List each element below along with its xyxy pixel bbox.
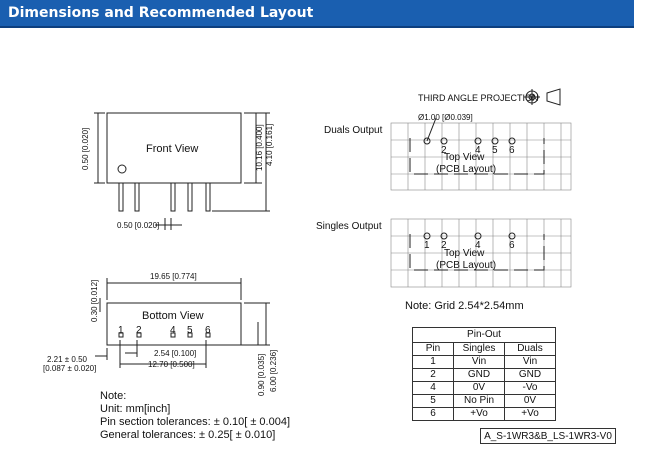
front-dim-height-c: 4.10 [0.161]: [265, 124, 274, 166]
projection-label: THIRD ANGLE PROJECTION: [418, 93, 539, 103]
bottom-dim-height: 6.00 [0.236]: [269, 350, 278, 392]
header-rule: [0, 26, 634, 28]
bottom-view-drawing: [95, 278, 270, 368]
projection-symbol-icon: [524, 88, 561, 106]
bottom-pin-label: 4: [170, 325, 176, 336]
bottom-dim-pin-dia: 0.90 [0.035]: [257, 354, 266, 396]
table-row: 1 Vin Vin: [412, 355, 556, 369]
table-cell: 1: [412, 355, 454, 369]
singles-pin-label: 6: [509, 240, 515, 251]
table-cell: -Vo: [504, 381, 556, 395]
table-row: 2 GND GND: [412, 368, 556, 382]
duals-pin-label: 2: [441, 145, 447, 156]
front-dim-height-a: 0.50 [0.020]: [81, 128, 90, 170]
table-cell: +Vo: [504, 407, 556, 421]
duals-pin-label: 6: [509, 145, 515, 156]
table-cell: No Pin: [453, 394, 505, 408]
notes-unit: Unit: mm[inch]: [100, 403, 171, 415]
table-row: 4 0V -Vo: [412, 381, 556, 395]
bottom-pin-label: 6: [205, 325, 211, 336]
bottom-dim-top-offset: 0.30 [0.012]: [90, 280, 99, 322]
bottom-pin-label: 2: [136, 325, 142, 336]
table-cell: GND: [453, 368, 505, 382]
front-pin: [170, 182, 176, 212]
bottom-dim-span: 12.70 [0.500]: [148, 360, 195, 369]
table-header-cell: Duals: [504, 342, 556, 356]
table-cell: GND: [504, 368, 556, 382]
duals-pin-label: 4: [475, 145, 481, 156]
singles-pin-label: 2: [441, 240, 447, 251]
bottom-view-label: Bottom View: [142, 310, 204, 322]
front-pin: [205, 182, 211, 212]
front-view-label: Front View: [146, 143, 198, 155]
front-pin: [118, 182, 124, 212]
duals-pcb-layout-label: (PCB Layout): [436, 164, 496, 175]
table-cell: 2: [412, 368, 454, 382]
singles-outline: [409, 232, 545, 271]
bottom-view-body: [106, 302, 242, 346]
pinout-table: Pin-Out Pin Singles Duals 1 Vin Vin 2 GN…: [412, 327, 556, 421]
bottom-pin-label: 1: [118, 325, 124, 336]
table-row: 5 No Pin 0V: [412, 394, 556, 408]
duals-hole-dim: Ø1.00 [Ø0.039]: [418, 113, 473, 122]
grid-note: Note: Grid 2.54*2.54mm: [405, 300, 524, 312]
table-cell: +Vo: [453, 407, 505, 421]
singles-top-view-label: Top View: [444, 248, 485, 259]
table-header-cell: Singles: [453, 342, 505, 356]
duals-top-view-label: Top View: [444, 152, 485, 163]
table-cell: Vin: [504, 355, 556, 369]
bottom-dim-left-b: [0.087 ± 0.020]: [43, 364, 96, 373]
front-view-drawing: [94, 112, 270, 230]
table-cell: Vin: [453, 355, 505, 369]
notes-block: Note: Unit: mm[inch] Pin section toleran…: [100, 390, 290, 442]
table-cell: 4: [412, 381, 454, 395]
table-cell: 0V: [453, 381, 505, 395]
front-pin: [134, 182, 140, 212]
notes-general-tolerance: General tolerances: ± 0.25[ ± 0.010]: [100, 429, 276, 441]
notes-pin-tolerance: Pin section tolerances: ± 0.10[ ± 0.004]: [100, 416, 291, 428]
singles-output-label: Singles Output: [316, 221, 382, 232]
duals-output-label: Duals Output: [324, 125, 383, 136]
front-pin: [187, 182, 193, 212]
front-view-pin1-marker: [117, 164, 127, 174]
table-header-cell: Pin: [412, 342, 454, 356]
singles-pin-label: 4: [475, 240, 481, 251]
pinout-title: Pin-Out: [412, 327, 556, 343]
notes-title: Note:: [100, 390, 127, 402]
bottom-dim-left-a: 2.21 ± 0.50: [47, 355, 88, 364]
front-dim-height-b: 10.16 [0.400]: [255, 124, 264, 171]
table-cell: 5: [412, 394, 454, 408]
bottom-dim-width: 19.65 [0.774]: [150, 272, 197, 281]
singles-pcb-layout-label: (PCB Layout): [436, 260, 496, 271]
bottom-pin-label: 5: [187, 325, 193, 336]
table-header-row: Pin Singles Duals: [412, 342, 556, 356]
duals-pin-label: 5: [492, 145, 498, 156]
section-header: Dimensions and Recommended Layout: [0, 0, 634, 26]
front-dim-pin-spacing: 0.50 [0.020]: [117, 221, 159, 230]
duals-outline: [409, 117, 545, 175]
table-cell: 0V: [504, 394, 556, 408]
table-row: 6 +Vo +Vo: [412, 407, 556, 421]
singles-pin-label: 1: [424, 240, 430, 251]
drawing-code: A_S-1WR3&B_LS-1WR3-V0: [480, 428, 616, 444]
table-cell: 6: [412, 407, 454, 421]
bottom-dim-pitch: 2.54 [0.100]: [154, 349, 196, 358]
